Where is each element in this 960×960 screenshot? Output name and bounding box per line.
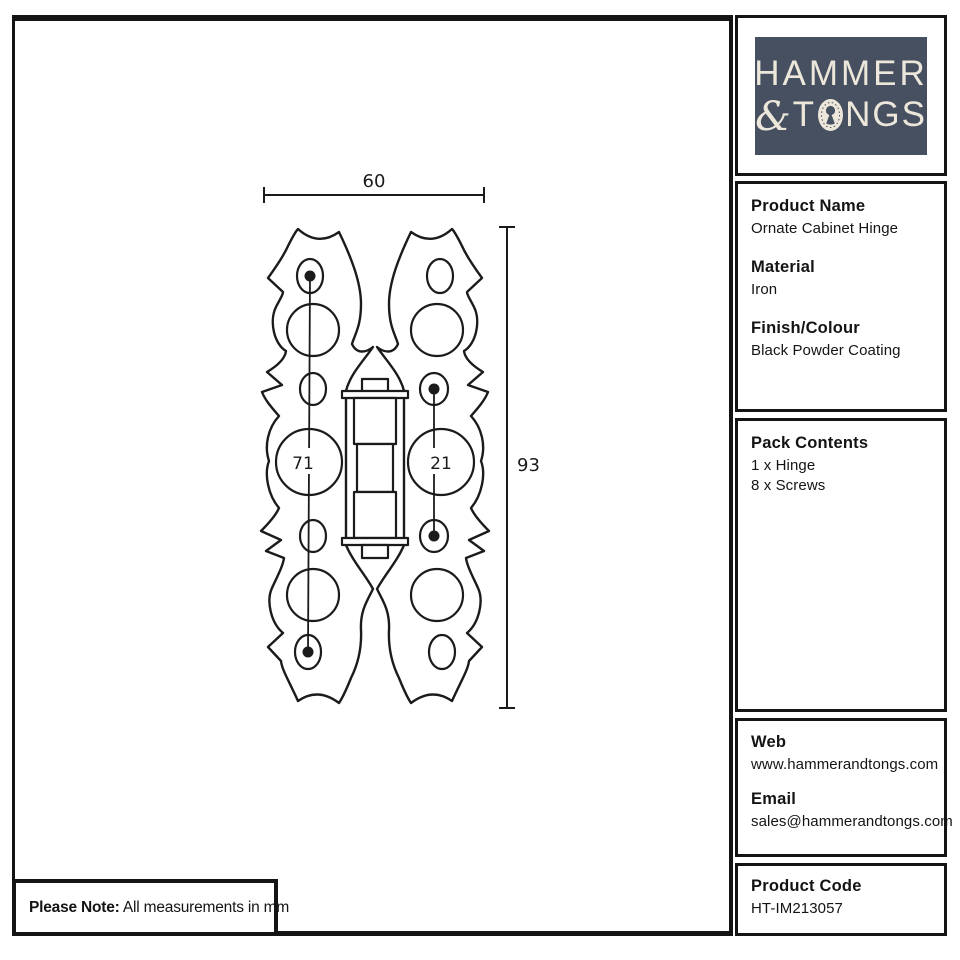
scroll-eye <box>406 427 476 497</box>
pack-contents-label: Pack Contents <box>751 434 869 452</box>
screw-centre-dot <box>428 530 440 542</box>
product-code-label: Product Code <box>751 877 862 895</box>
scroll-eye <box>409 302 465 358</box>
measurement-note-box: Please Note: All measurements in mm <box>12 879 289 936</box>
product-info-box: Product Name Ornate Cabinet Hinge Materi… <box>735 181 947 412</box>
pack-item: 8 x Screws <box>751 477 826 494</box>
measurement-note: Please Note: All measurements in mm <box>29 899 289 917</box>
email-value: sales@hammerandtongs.com <box>751 813 953 830</box>
barrel-pin-middle <box>355 442 395 494</box>
finish-value: Black Powder Coating <box>751 342 901 359</box>
web-value: www.hammerandtongs.com <box>751 756 939 773</box>
logo-word-hammer: HAMMER <box>754 54 928 94</box>
pack-item: 1 x Hinge <box>751 457 816 474</box>
hinge-technical-drawing: 60 93 71 21 <box>259 171 540 709</box>
product-code-value: HT-IM213057 <box>751 900 843 917</box>
logo-t: T <box>792 95 817 135</box>
dim-label-mask <box>427 448 455 474</box>
product-name-label: Product Name <box>751 197 866 215</box>
screw-hole-outline <box>418 518 450 554</box>
scroll-eye <box>274 427 344 497</box>
note-label: Please Note: <box>29 898 120 916</box>
logo-ngs: NGS <box>845 95 927 135</box>
brand-logo-box: HAMMER & T NGS <box>735 15 947 176</box>
email-field: Email sales@hammerandtongs.com <box>751 790 953 830</box>
barrel-knuckle-top <box>352 396 398 446</box>
product-name-field: Product Name Ornate Cabinet Hinge <box>751 197 936 237</box>
pierced-hole <box>298 371 328 407</box>
barrel-knuckle-bottom <box>352 490 398 540</box>
screw-hole-outline <box>418 371 450 407</box>
pack-contents-field: Pack Contents 1 x Hinge 8 x Screws <box>751 434 936 494</box>
material-value: Iron <box>751 281 778 298</box>
scroll-eye <box>285 567 341 623</box>
pierced-hole <box>427 633 457 671</box>
screw-centre-dot <box>302 646 314 658</box>
screw-centre-dot <box>304 270 316 282</box>
contact-box: Web www.hammerandtongs.com Email sales@h… <box>735 718 953 857</box>
note-text: All measurements in mm <box>122 898 290 916</box>
dim-label-21: 21 <box>430 454 452 474</box>
dim-label-93: 93 <box>517 455 540 476</box>
material-field: Material Iron <box>751 258 936 298</box>
email-label: Email <box>751 790 797 808</box>
logo-word-tongs: & T NGS <box>755 93 927 140</box>
screw-centre-dot <box>428 383 440 395</box>
finish-field: Finish/Colour Black Powder Coating <box>751 319 936 359</box>
logo-ampersand: & <box>755 93 791 140</box>
scroll-eye <box>409 567 465 623</box>
dim-label-mask <box>288 448 318 474</box>
drawing-frame: 60 93 71 21 <box>12 15 733 936</box>
web-field: Web www.hammerandtongs.com <box>751 733 939 773</box>
pierced-hole <box>425 257 455 295</box>
product-name-value: Ornate Cabinet Hinge <box>751 220 899 237</box>
product-code-field: Product Code HT-IM213057 <box>751 877 936 917</box>
barrel-cap-bottom <box>360 543 390 560</box>
screw-hole-outline <box>295 257 325 295</box>
scroll-eye <box>285 302 341 358</box>
pierced-hole <box>298 518 328 554</box>
pack-contents-box: Pack Contents 1 x Hinge 8 x Screws <box>735 418 947 712</box>
material-label: Material <box>751 258 815 276</box>
dim-label-60: 60 <box>363 171 386 192</box>
dim-label-71: 71 <box>292 454 314 474</box>
product-code-box: Product Code HT-IM213057 <box>735 863 947 936</box>
finish-label: Finish/Colour <box>751 319 860 337</box>
screw-hole-outline <box>293 633 323 671</box>
web-label: Web <box>751 733 787 751</box>
keyhole-icon <box>818 98 844 131</box>
hammer-and-tongs-logo: HAMMER & T NGS <box>754 36 928 155</box>
